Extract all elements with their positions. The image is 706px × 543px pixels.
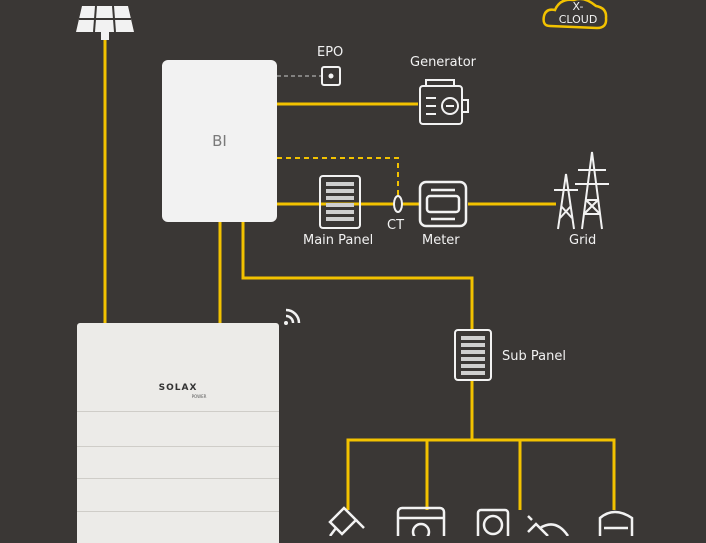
wires <box>103 38 616 510</box>
blender-icon <box>328 506 365 536</box>
ct-sense-wire <box>277 157 399 196</box>
meter-icon <box>418 180 468 228</box>
generator-label: Generator <box>410 55 477 70</box>
water-heater-icon <box>598 510 634 536</box>
ct-clamp-icon <box>393 195 403 213</box>
bi-inverter: BI <box>162 60 277 222</box>
sub-panel-feed-wire <box>241 222 474 330</box>
load-bus-wire <box>346 438 616 510</box>
washing-machine-icon <box>396 506 446 536</box>
solar-panel-icon <box>76 5 134 40</box>
x-cloud-label-line1: X- <box>572 0 584 13</box>
x-cloud-icon <box>542 0 608 30</box>
battery-stack: SOLAX POWER <box>77 323 279 543</box>
main-panel-icon <box>319 175 361 229</box>
battery-seam <box>77 478 279 479</box>
plug-icon <box>527 515 570 536</box>
x-cloud-label-line2: CLOUD <box>558 13 598 26</box>
sub-panel-label: Sub Panel <box>502 349 566 364</box>
meter-label: Meter <box>422 233 460 248</box>
ct-label: CT <box>387 218 405 233</box>
brand-subtitle: POWER <box>191 394 207 399</box>
battery-seam <box>77 411 279 412</box>
battery-seam <box>77 511 279 512</box>
bi-label: BI <box>212 132 227 150</box>
grid-label: Grid <box>569 233 597 248</box>
epo-switch-icon <box>321 66 341 86</box>
x-cloud-label: X- CLOUD <box>548 0 608 26</box>
wifi-icon <box>284 308 301 325</box>
main-panel-label: Main Panel <box>303 233 374 248</box>
socket-icon <box>476 508 510 536</box>
generator-icon <box>419 79 469 125</box>
sub-panel-icon <box>454 329 492 381</box>
battery-seam <box>77 446 279 447</box>
grid-tower-icon <box>554 151 609 230</box>
brand-logo: SOLAX <box>158 383 198 393</box>
epo-label: EPO <box>317 45 344 60</box>
